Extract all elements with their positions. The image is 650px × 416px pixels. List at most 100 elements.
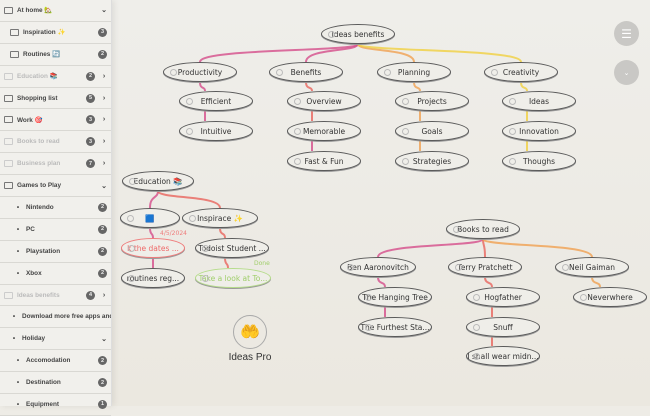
connector-line: [149, 190, 159, 209]
node-books[interactable]: Books to read: [446, 219, 520, 239]
node[interactable]: Efficient: [179, 91, 253, 111]
chevron-down-icon[interactable]: ⌄: [101, 182, 107, 190]
node[interactable]: Innovation: [502, 121, 576, 141]
count-badge: 3: [86, 137, 95, 147]
collapse-button[interactable]: ⌄: [614, 60, 639, 85]
node[interactable]: I shall wear midn...: [466, 346, 540, 366]
connector-line: [377, 276, 386, 288]
connector-line: [484, 276, 493, 288]
chevron-right-icon[interactable]: ›: [102, 94, 106, 102]
connector-line: [413, 81, 421, 92]
chevron-right-icon[interactable]: ›: [102, 138, 106, 146]
count-badge: 3: [98, 27, 107, 37]
sidebar-item-label: Xbox: [26, 269, 42, 277]
sidebar-item[interactable]: Books to read 3 ›: [0, 131, 111, 154]
node[interactable]: The Hanging Tree: [358, 287, 432, 307]
connector-line: [591, 276, 601, 288]
chevron-right-icon[interactable]: ›: [102, 72, 106, 80]
node[interactable]: Hogfather: [466, 287, 540, 307]
node[interactable]: The Furthest Sta...: [358, 317, 432, 337]
node[interactable]: Memorable: [287, 121, 361, 141]
count-badge: 2: [98, 49, 107, 59]
node[interactable]: Snuff: [466, 317, 540, 337]
node[interactable]: Intuitive: [179, 121, 253, 141]
hands-logo-icon: 🤲: [233, 315, 267, 349]
folder-icon: [4, 6, 13, 14]
node-ideas-benefits[interactable]: Ideas benefits: [321, 24, 395, 44]
app-logo: 🤲 Ideas Pro: [226, 315, 274, 363]
menu-button[interactable]: ☰: [614, 21, 639, 46]
node[interactable]: Ben Aaronovitch: [340, 257, 416, 277]
connector-line: [199, 43, 359, 63]
sidebar-item[interactable]: Routines 🔄 2: [0, 44, 111, 66]
node[interactable]: Neverwhere: [573, 287, 647, 307]
count-badge: 2: [98, 246, 107, 256]
node[interactable]: Goals: [395, 121, 469, 141]
folder-icon: [4, 138, 13, 146]
connector-line: [377, 238, 484, 258]
sidebar-item-label: Games to Play: [17, 182, 62, 190]
sidebar-item[interactable]: Education 📚2›: [0, 66, 111, 88]
sidebar-item-label: Routines 🔄: [23, 51, 61, 59]
node[interactable]: Overview: [287, 91, 361, 111]
sidebar-item[interactable]: Work 🎯3›: [0, 109, 111, 132]
hamburger-icon: ☰: [621, 26, 632, 41]
chevron-down-icon[interactable]: ⌄: [101, 7, 107, 15]
sidebar-item[interactable]: Games to Play ⌄: [0, 175, 111, 198]
chevron-right-icon[interactable]: ›: [102, 291, 106, 299]
node[interactable]: Terry Pratchett: [448, 257, 522, 277]
node[interactable]: Neil Gaiman: [555, 257, 629, 277]
node[interactable]: Ideas: [502, 91, 576, 111]
node[interactable]: Benefits: [269, 62, 343, 82]
node[interactable]: Thoughs: [502, 151, 576, 171]
folder-icon: [4, 72, 13, 80]
node[interactable]: Creativity: [484, 62, 558, 82]
bullet-icon: •: [16, 269, 20, 277]
connector-line: [157, 190, 221, 209]
node[interactable]: Strategies: [395, 151, 469, 171]
node-education[interactable]: Education 📚: [122, 171, 194, 191]
node[interactable]: Todoist Student ...: [195, 238, 269, 258]
count-badge: 5: [86, 93, 95, 103]
node[interactable]: routines reg...: [121, 268, 185, 288]
bullet-icon: •: [16, 247, 20, 255]
sidebar-item[interactable]: Inspiration ✨3: [0, 22, 111, 44]
bullet-icon: •: [16, 203, 20, 211]
folder-icon: [4, 291, 13, 299]
node[interactable]: 🟦: [120, 208, 180, 228]
done-label: Done: [254, 260, 270, 267]
sidebar-item-label: Books to read: [17, 138, 60, 146]
node[interactable]: Productivity: [163, 62, 237, 82]
node[interactable]: Fast & Fun: [287, 151, 361, 171]
chevron-right-icon[interactable]: ›: [102, 116, 106, 124]
sidebar-item[interactable]: At home 🏡⌄: [0, 0, 111, 22]
node[interactable]: k the dates ...: [121, 238, 185, 258]
count-badge: 2: [98, 224, 107, 234]
sidebar-item-label: Nintendo: [26, 203, 54, 211]
chevron-down-icon[interactable]: ⌄: [101, 335, 107, 343]
node[interactable]: Projects: [395, 91, 469, 111]
connector-line: [482, 238, 593, 258]
folder-icon: [4, 116, 13, 124]
count-badge: 2: [86, 71, 95, 81]
app-name: Ideas Pro: [228, 352, 272, 363]
node[interactable]: Take a look at To...: [195, 268, 271, 288]
sidebar-item[interactable]: •Download more free apps and plu: [0, 306, 111, 329]
chevron-right-icon[interactable]: ›: [102, 160, 106, 168]
node[interactable]: Planning: [377, 62, 451, 82]
connector-line: [199, 81, 206, 92]
count-badge: 2: [98, 378, 107, 388]
node-inspirace[interactable]: Inspirace ✨: [182, 208, 258, 228]
sidebar-item[interactable]: •Holiday⌄: [0, 328, 111, 351]
folder-icon: [10, 28, 19, 36]
